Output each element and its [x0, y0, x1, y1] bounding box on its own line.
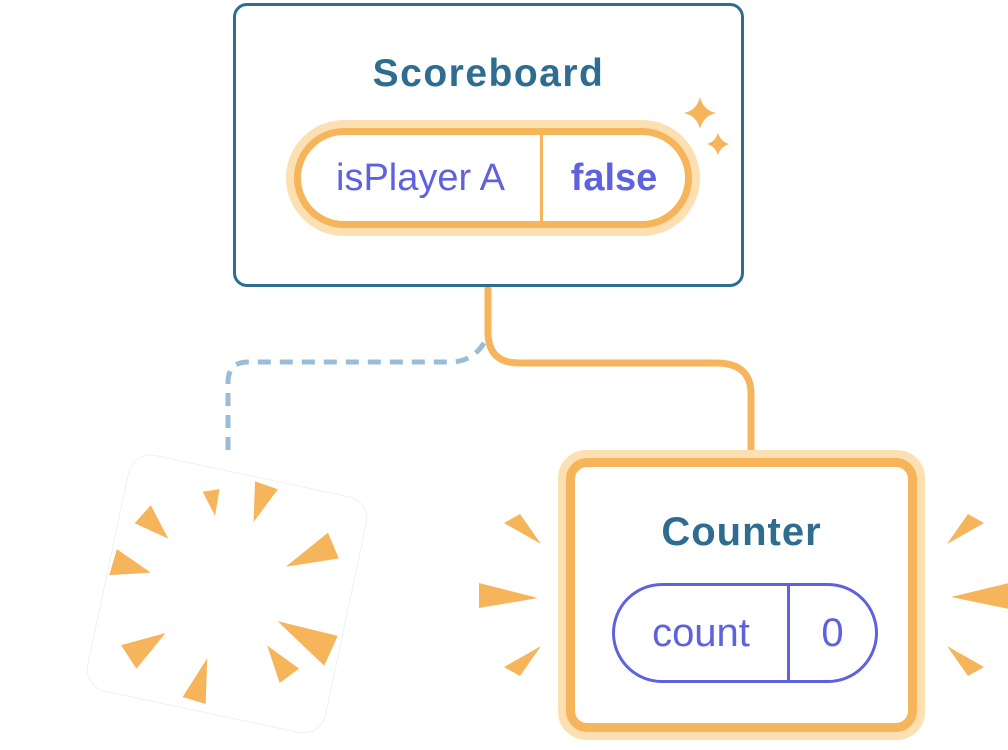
poof-burst-icon — [109, 481, 339, 704]
state-label: count — [652, 610, 750, 655]
state-value: false — [570, 156, 658, 199]
state-value: 0 — [821, 610, 844, 655]
pill-divider — [540, 135, 543, 221]
scoreboard-card: Scoreboard isPlayer A false — [233, 3, 744, 287]
counter-card: Counter count 0 — [558, 450, 925, 740]
scoreboard-title: Scoreboard — [372, 52, 605, 95]
counter-card-inner: Counter count 0 — [566, 458, 917, 732]
pill-divider — [787, 586, 790, 680]
scoreboard-state-pill: isPlayer A false — [286, 120, 700, 236]
connector-scoreboard-to-removed-dashed — [225, 341, 487, 459]
counter-state-pill: count 0 — [612, 583, 878, 683]
state-label: isPlayer A — [336, 156, 505, 199]
counter-title: Counter — [661, 510, 822, 554]
scoreboard-state-pill-inner: isPlayer A false — [294, 128, 692, 228]
connector-scoreboard-to-counter — [484, 284, 755, 458]
removed-component-card — [83, 451, 371, 737]
